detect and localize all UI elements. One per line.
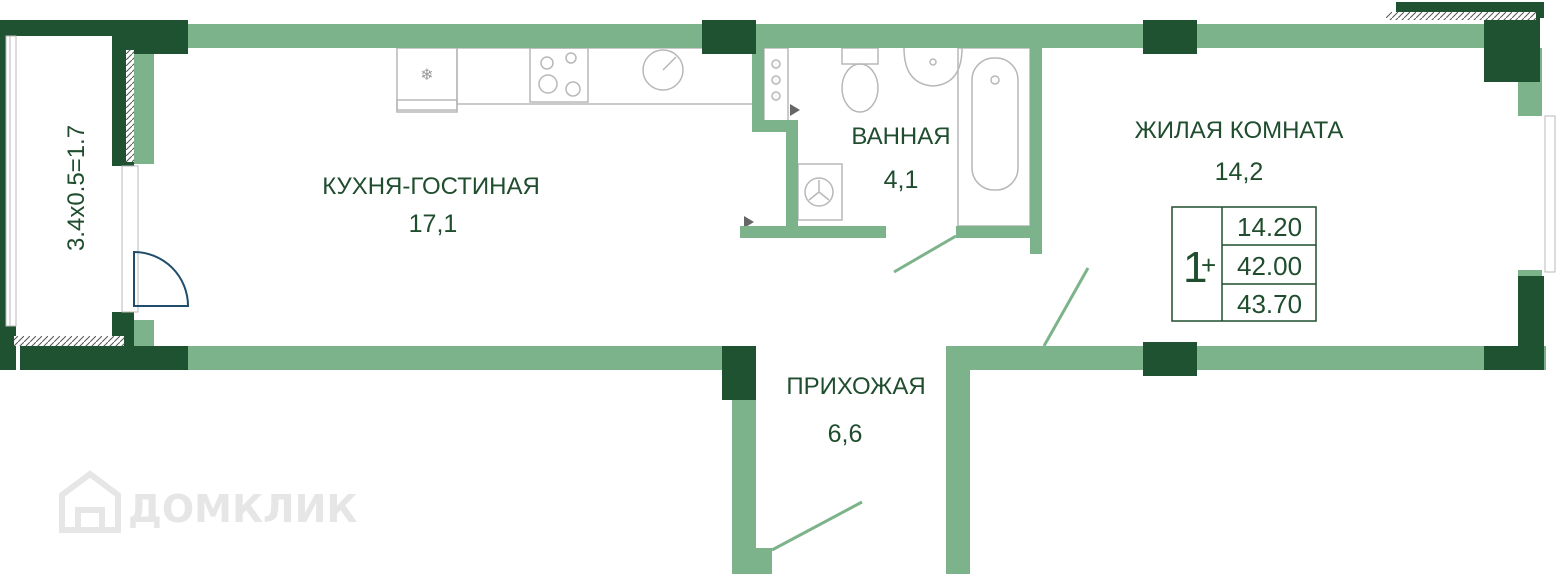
balcony-label: 3.4x0.5=1.7 <box>63 125 90 251</box>
kitchen-name: КУХНЯ-ГОСТИНАЯ <box>322 173 540 200</box>
walls <box>20 24 1546 574</box>
legend-total-area: 42.00 <box>1237 251 1302 281</box>
living-area: 14,2 <box>1215 158 1264 186</box>
living-name: ЖИЛАЯ КОМНАТА <box>1135 117 1344 144</box>
legend-plus: + <box>1201 250 1216 280</box>
hallway-area: 6,6 <box>828 420 863 448</box>
kitchen-area: 17,1 <box>409 210 458 238</box>
svg-text:❄: ❄ <box>420 65 433 84</box>
bathroom-name: ВАННАЯ <box>851 123 950 150</box>
watermark: ДОМКЛИК <box>59 470 357 533</box>
insulation <box>14 12 1536 346</box>
hallway-name: ПРИХОЖАЯ <box>786 373 925 400</box>
legend-total-with-balcony: 43.70 <box>1237 289 1302 319</box>
watermark-text: ДОМКЛИК <box>128 487 357 531</box>
kitchen-fixtures: ❄ <box>396 47 758 113</box>
bathroom-area: 4,1 <box>884 166 919 194</box>
legend-rooms-count: 1 <box>1183 243 1207 292</box>
area-legend: 1 + 14.20 42.00 43.70 <box>1171 206 1317 322</box>
legend-living-area: 14.20 <box>1237 212 1302 242</box>
doors <box>133 234 1090 552</box>
house-icon <box>59 470 121 533</box>
